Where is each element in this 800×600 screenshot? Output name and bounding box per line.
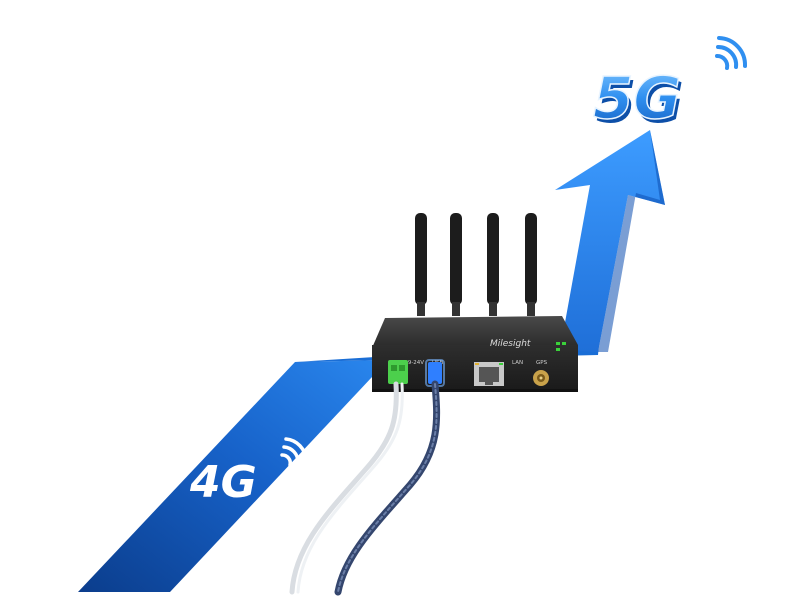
antenna-icon — [450, 213, 462, 305]
growth-band — [78, 360, 388, 592]
usb-cable — [334, 380, 441, 596]
status-led — [556, 342, 560, 345]
growth-arrow — [555, 130, 665, 352]
five-g-signal-icon — [715, 36, 748, 70]
four-g-signal-icon — [280, 437, 308, 467]
status-led — [562, 342, 566, 345]
four-g-badge: 4G — [189, 437, 308, 508]
five-g-badge: 5G 5G — [592, 36, 748, 136]
router-top — [372, 316, 578, 348]
port-label-gps: GPS — [536, 360, 548, 366]
power-connector — [388, 360, 408, 384]
growth-arrow-shade — [598, 130, 665, 352]
port-label-lan: LAN — [512, 360, 523, 366]
antenna-icon — [487, 213, 499, 305]
antenna-icon — [415, 213, 427, 305]
router-device: Milesight DC 9-24V USB LAN GPS — [372, 316, 578, 392]
five-g-shadow: 5G — [596, 68, 684, 136]
five-g-text: 5G — [593, 64, 681, 132]
status-led — [556, 348, 560, 351]
antenna-icon — [525, 213, 537, 305]
router-cables — [289, 380, 441, 596]
router-antennas — [415, 213, 537, 316]
router-brand-logo: Milesight — [490, 339, 531, 349]
four-g-text: 4G — [189, 457, 257, 508]
power-cable — [289, 381, 399, 595]
usb-connector — [428, 362, 442, 384]
port-label-power: DC 9-24V — [398, 360, 424, 366]
